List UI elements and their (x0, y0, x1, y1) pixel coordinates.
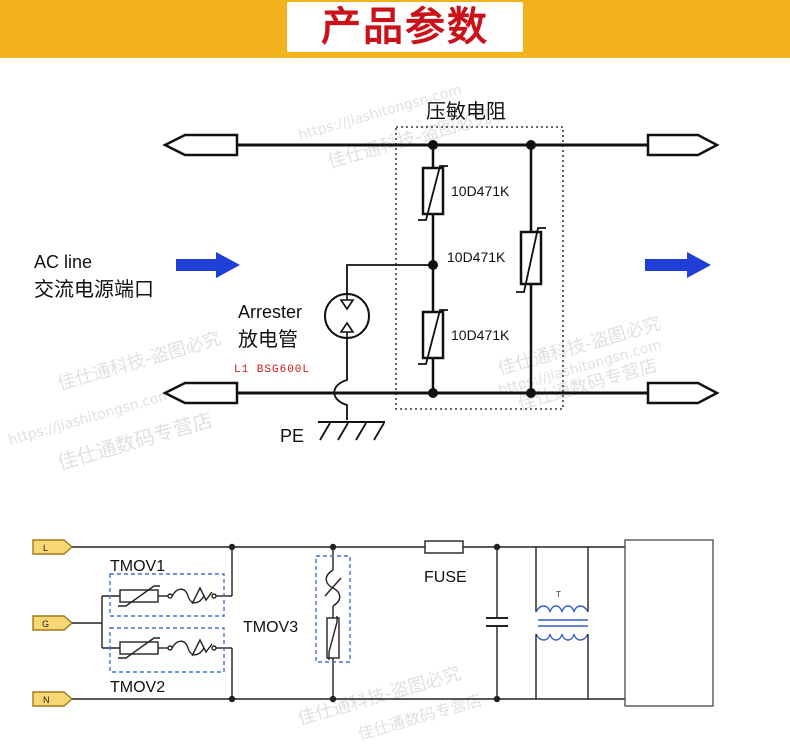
varistor-lower-slash (418, 309, 448, 365)
tmov2-label: TMOV2 (110, 679, 165, 696)
terminal-g (32, 615, 74, 631)
tmov3-label: TMOV3 (243, 619, 298, 636)
junction-dot (526, 140, 536, 150)
arrow-out (645, 252, 711, 278)
fuse-label: FUSE (424, 569, 467, 586)
varistor-upper-slash (418, 165, 448, 221)
tmov1-box (109, 573, 225, 617)
terminal-g-label: G (42, 619, 49, 629)
varistor-group-box (395, 126, 564, 410)
junction-dot (526, 388, 536, 398)
arrow-in (176, 252, 240, 278)
terminal-l-label: L (43, 543, 48, 553)
terminal-bottom-left (162, 381, 239, 405)
header-title-box: 产品参数 (287, 2, 523, 52)
varistor-upper-label: 10D471K (451, 183, 510, 199)
terminal-n (32, 691, 74, 707)
fuse (424, 540, 464, 554)
terminal-n-label: N (43, 695, 50, 705)
transformer-primary (535, 605, 589, 613)
terminal-top-right (646, 133, 720, 157)
tmov2-box (109, 627, 225, 673)
bottom-schematic (32, 539, 714, 707)
page-title: 产品参数 (321, 4, 489, 50)
varistor-middle-label: 10D471K (447, 249, 506, 265)
input-label-en: AC line (34, 252, 92, 272)
arrester-label-en: Arrester (238, 302, 302, 322)
arrester-part-number: L1 BSG600L (234, 364, 310, 376)
tmov3-box (315, 555, 351, 663)
arrester-ground-wire (333, 338, 348, 420)
transformer-secondary (535, 633, 589, 641)
junction-dot (428, 388, 438, 398)
terminal-l (32, 539, 74, 555)
varistor-group-label: 压敏电阻 (426, 99, 506, 123)
junction-dot (428, 140, 438, 150)
arrester-label-cn: 放电管 (238, 327, 298, 351)
top-schematic (162, 126, 720, 441)
ground-label: PE (280, 426, 304, 446)
varistor-lower-label: 10D471K (451, 327, 510, 343)
arrester-wire (346, 264, 433, 293)
load-box (624, 539, 714, 707)
transformer-label: T (556, 590, 561, 599)
tmov1-label: TMOV1 (110, 558, 165, 575)
varistor-middle-slash (516, 227, 546, 293)
input-label-cn: 交流电源端口 (34, 277, 154, 301)
terminal-bottom-right (646, 381, 720, 405)
terminal-top-left (162, 133, 239, 157)
